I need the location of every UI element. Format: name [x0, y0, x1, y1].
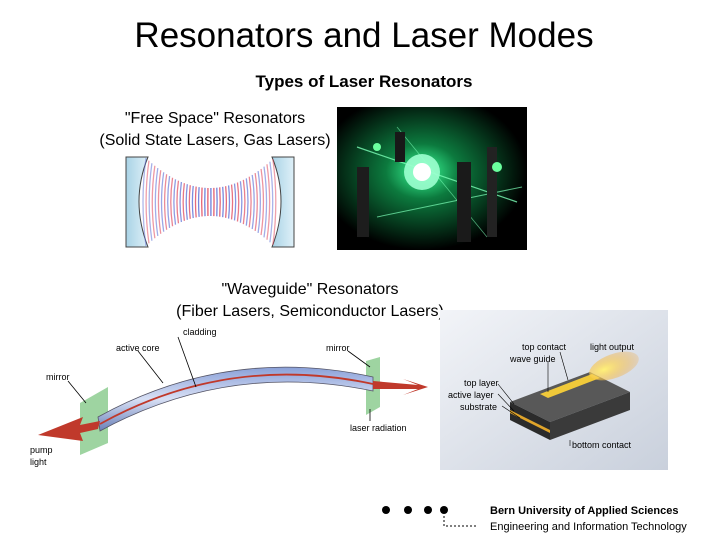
wavefront-line [191, 185, 194, 219]
label-mirror-right: mirror [326, 343, 350, 353]
active-layer-stripe [510, 410, 550, 433]
wavefront-line [254, 172, 258, 232]
wavefront-line [151, 165, 156, 239]
wavefront-line [170, 177, 174, 227]
free-space-label-line1: "Free Space" Resonators [124, 110, 306, 127]
wavefront-line [236, 182, 240, 222]
label-laser-radiation: laser radiation [350, 423, 407, 433]
label-light-output: light output [590, 342, 635, 352]
wavefront-line [185, 184, 188, 220]
semiconductor-laser-diagram: top contact light output wave guide top … [440, 310, 668, 470]
wavefront-line [145, 160, 150, 244]
free-space-label: "Free Space" Resonators (Solid State Las… [40, 108, 390, 152]
label-active-core: active core [116, 343, 160, 353]
chip-front-face [550, 392, 630, 440]
wavefront-line [188, 185, 191, 219]
label-pump-line1: pump [30, 445, 53, 455]
wavefront-line [263, 166, 268, 238]
wavefront-line [163, 174, 168, 230]
label-mirror-left: mirror [46, 372, 70, 382]
waveguide-label-line2: (Fiber Lasers, Semiconductor Lasers) [176, 303, 444, 320]
label-top-contact: top contact [522, 342, 567, 352]
wavefront-line [227, 185, 231, 219]
standing-wave-fronts [142, 157, 277, 247]
wavefront-line [245, 178, 249, 226]
wavefront-line [173, 179, 177, 225]
wavefront-line [269, 161, 274, 243]
label-top-layer: top layer [464, 378, 499, 388]
wavefront-line [230, 184, 234, 220]
waveguide-label-line1: "Waveguide" Resonators [221, 281, 399, 298]
wavefront-line [197, 187, 200, 217]
laser-lab-photo [337, 107, 527, 250]
label-pump-line2: light [30, 457, 47, 467]
label-wave-guide: wave guide [509, 354, 556, 364]
university-logo-dots [382, 506, 478, 527]
free-space-resonator-diagram [125, 156, 295, 248]
wavefront-line [154, 167, 159, 237]
wavefront-line [194, 186, 197, 218]
chip-top-face [510, 372, 630, 422]
wavefront-line [157, 170, 162, 234]
wavefront-line [251, 174, 255, 230]
light-output-beam [589, 351, 639, 381]
footer-department: Engineering and Information Technology [490, 521, 687, 533]
wavefront-line [260, 168, 265, 236]
wavefront-line [176, 180, 180, 224]
free-space-label-line2: (Solid State Lasers, Gas Lasers) [99, 132, 331, 149]
slide-title: Resonators and Laser Modes [134, 16, 594, 55]
wavefront-line [225, 186, 228, 218]
output-arrow [373, 379, 428, 395]
left-mirror-plate [80, 387, 108, 455]
wavefront-line [257, 170, 262, 234]
wavefront-line [272, 158, 277, 246]
wavefront-line [179, 181, 183, 223]
wavefront-line [182, 183, 185, 221]
label-cladding: cladding [183, 327, 217, 337]
wavefront-line [266, 164, 271, 240]
label-substrate: substrate [460, 402, 497, 412]
wavefront-line [160, 172, 165, 232]
wavefront-line [148, 163, 153, 241]
label-active-layer: active layer [448, 390, 494, 400]
waveguide-label: "Waveguide" Resonators (Fiber Lasers, Se… [130, 279, 490, 323]
fiber-laser-diagram: cladding active core mirror mirror laser… [30, 327, 428, 467]
left-curved-mirror [125, 156, 149, 248]
pump-arrow [38, 417, 100, 441]
fiber-active-core [99, 373, 374, 425]
slide-subtitle: Types of Laser Resonators [255, 72, 473, 91]
wavefront-line [239, 181, 243, 223]
wavefront-line [233, 183, 237, 221]
label-bottom-contact: bottom contact [572, 440, 632, 450]
top-contact-stripe [540, 374, 600, 398]
wavefront-line [248, 176, 252, 228]
footer-university: Bern University of Applied Sciences [490, 505, 679, 517]
wavefront-line [142, 157, 147, 247]
wavefront-line [167, 175, 171, 229]
wavefront-line [222, 186, 224, 218]
wavefront-line [242, 179, 246, 225]
